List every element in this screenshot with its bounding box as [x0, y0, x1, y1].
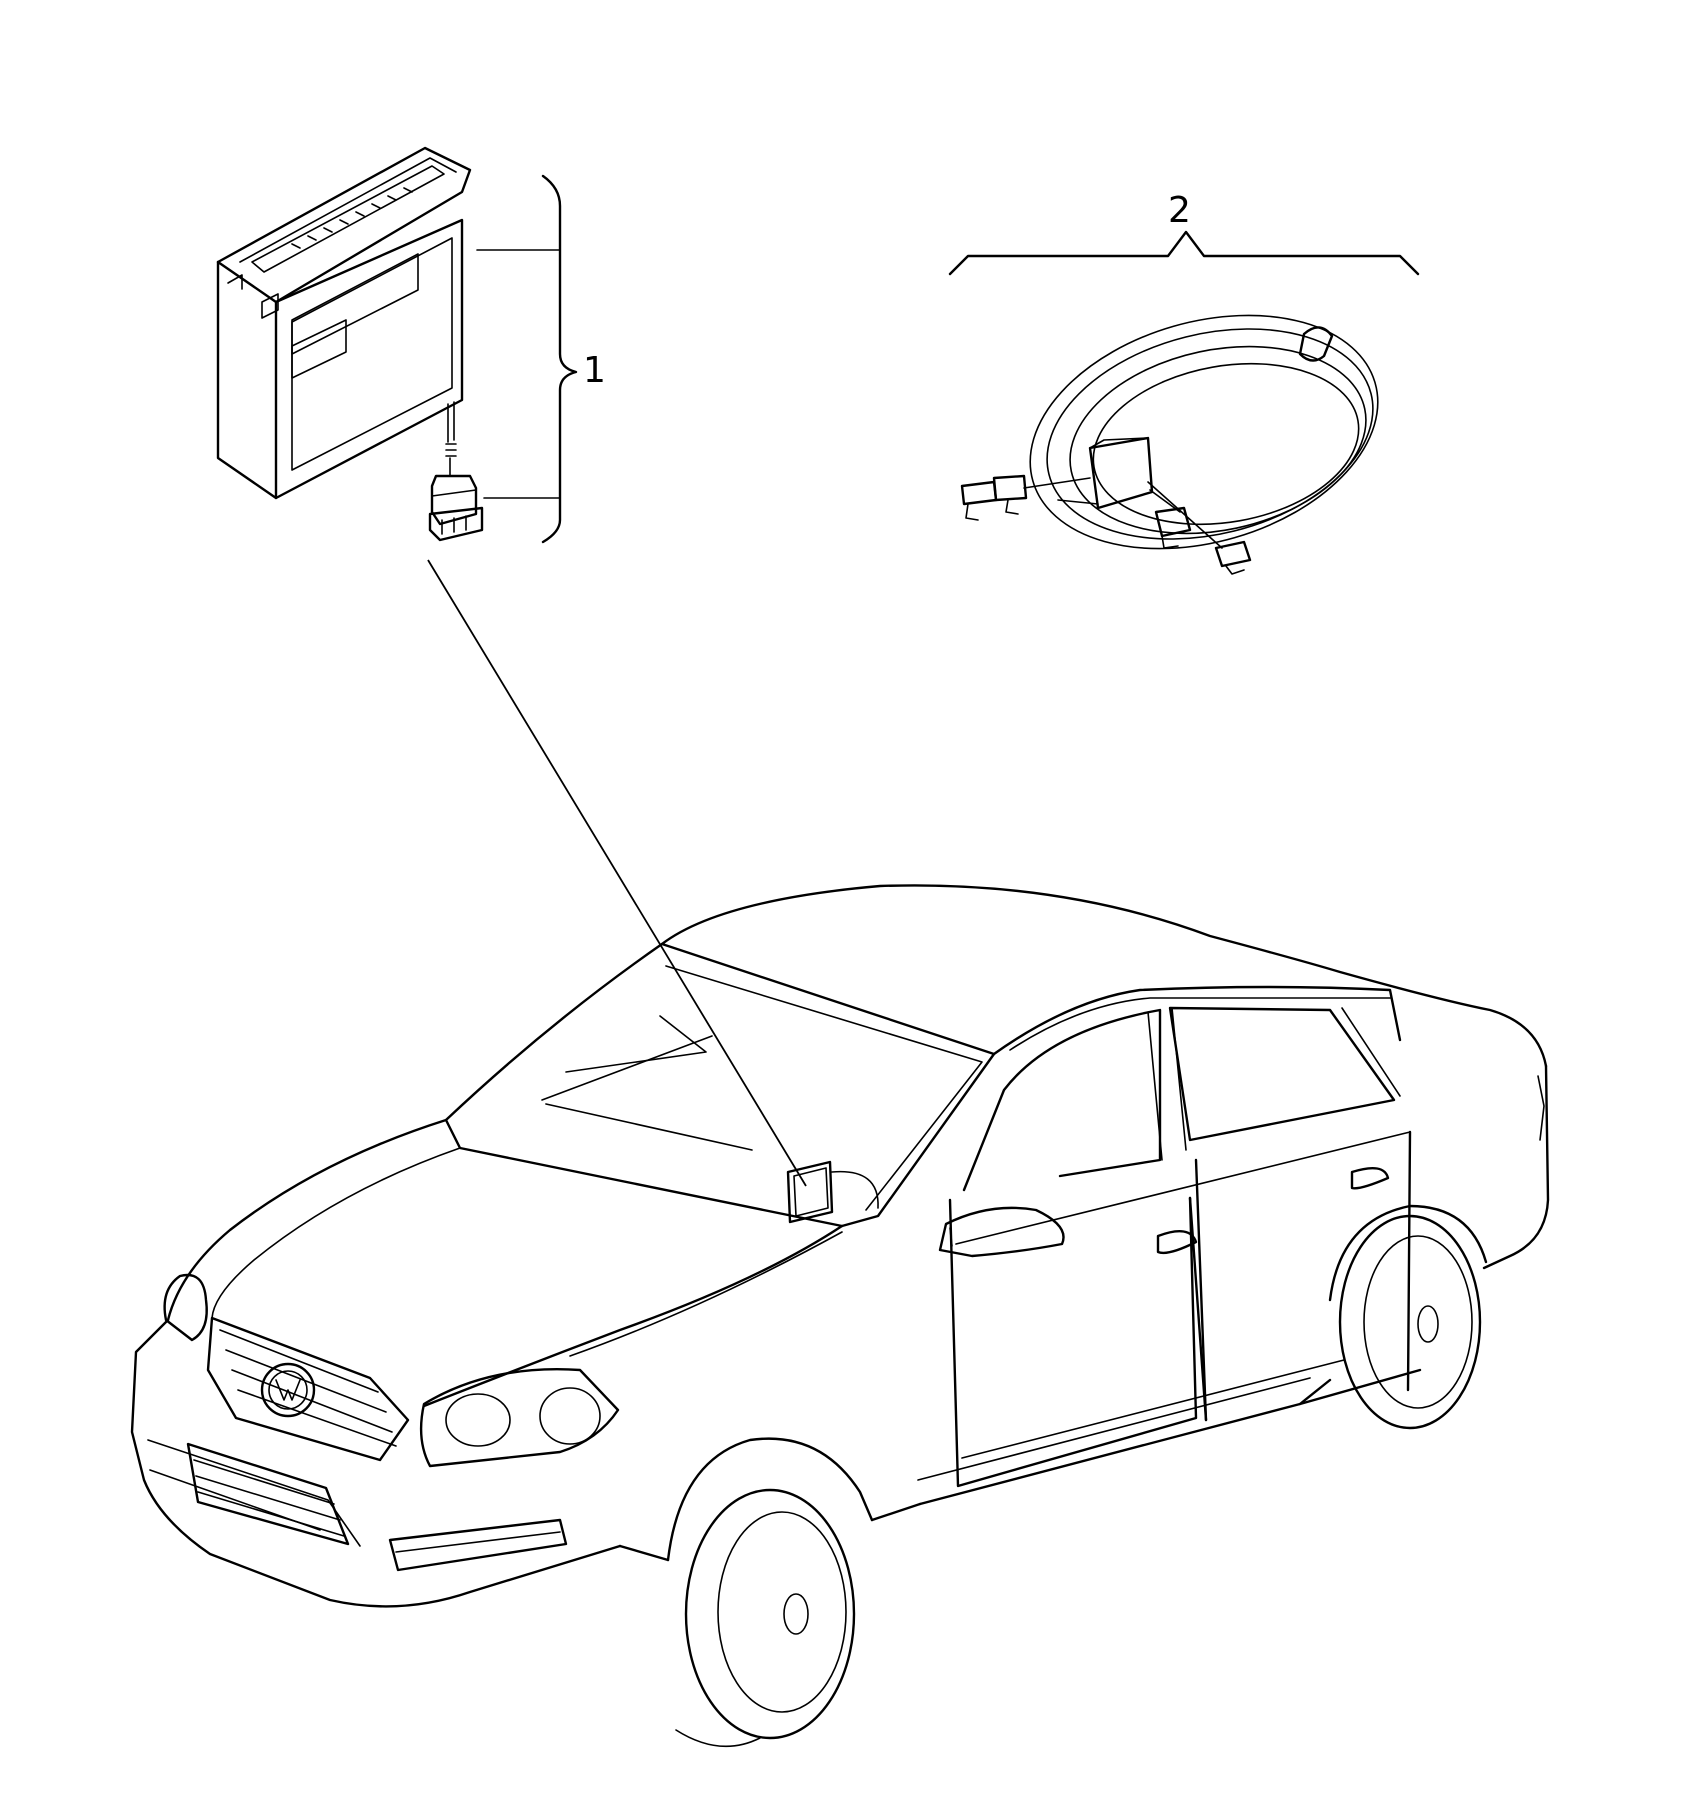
part-1-bracket — [476, 174, 578, 544]
part-1-leader-line — [427, 559, 807, 1187]
wiring-harness-icon — [960, 314, 1379, 575]
vw-sedan-outline-icon — [130, 884, 1550, 1748]
control-unit-icon — [216, 146, 484, 542]
part-1-callout: 1 — [583, 350, 606, 391]
part-2-bracket — [948, 230, 1420, 276]
part-2-callout: 2 — [1168, 190, 1191, 231]
